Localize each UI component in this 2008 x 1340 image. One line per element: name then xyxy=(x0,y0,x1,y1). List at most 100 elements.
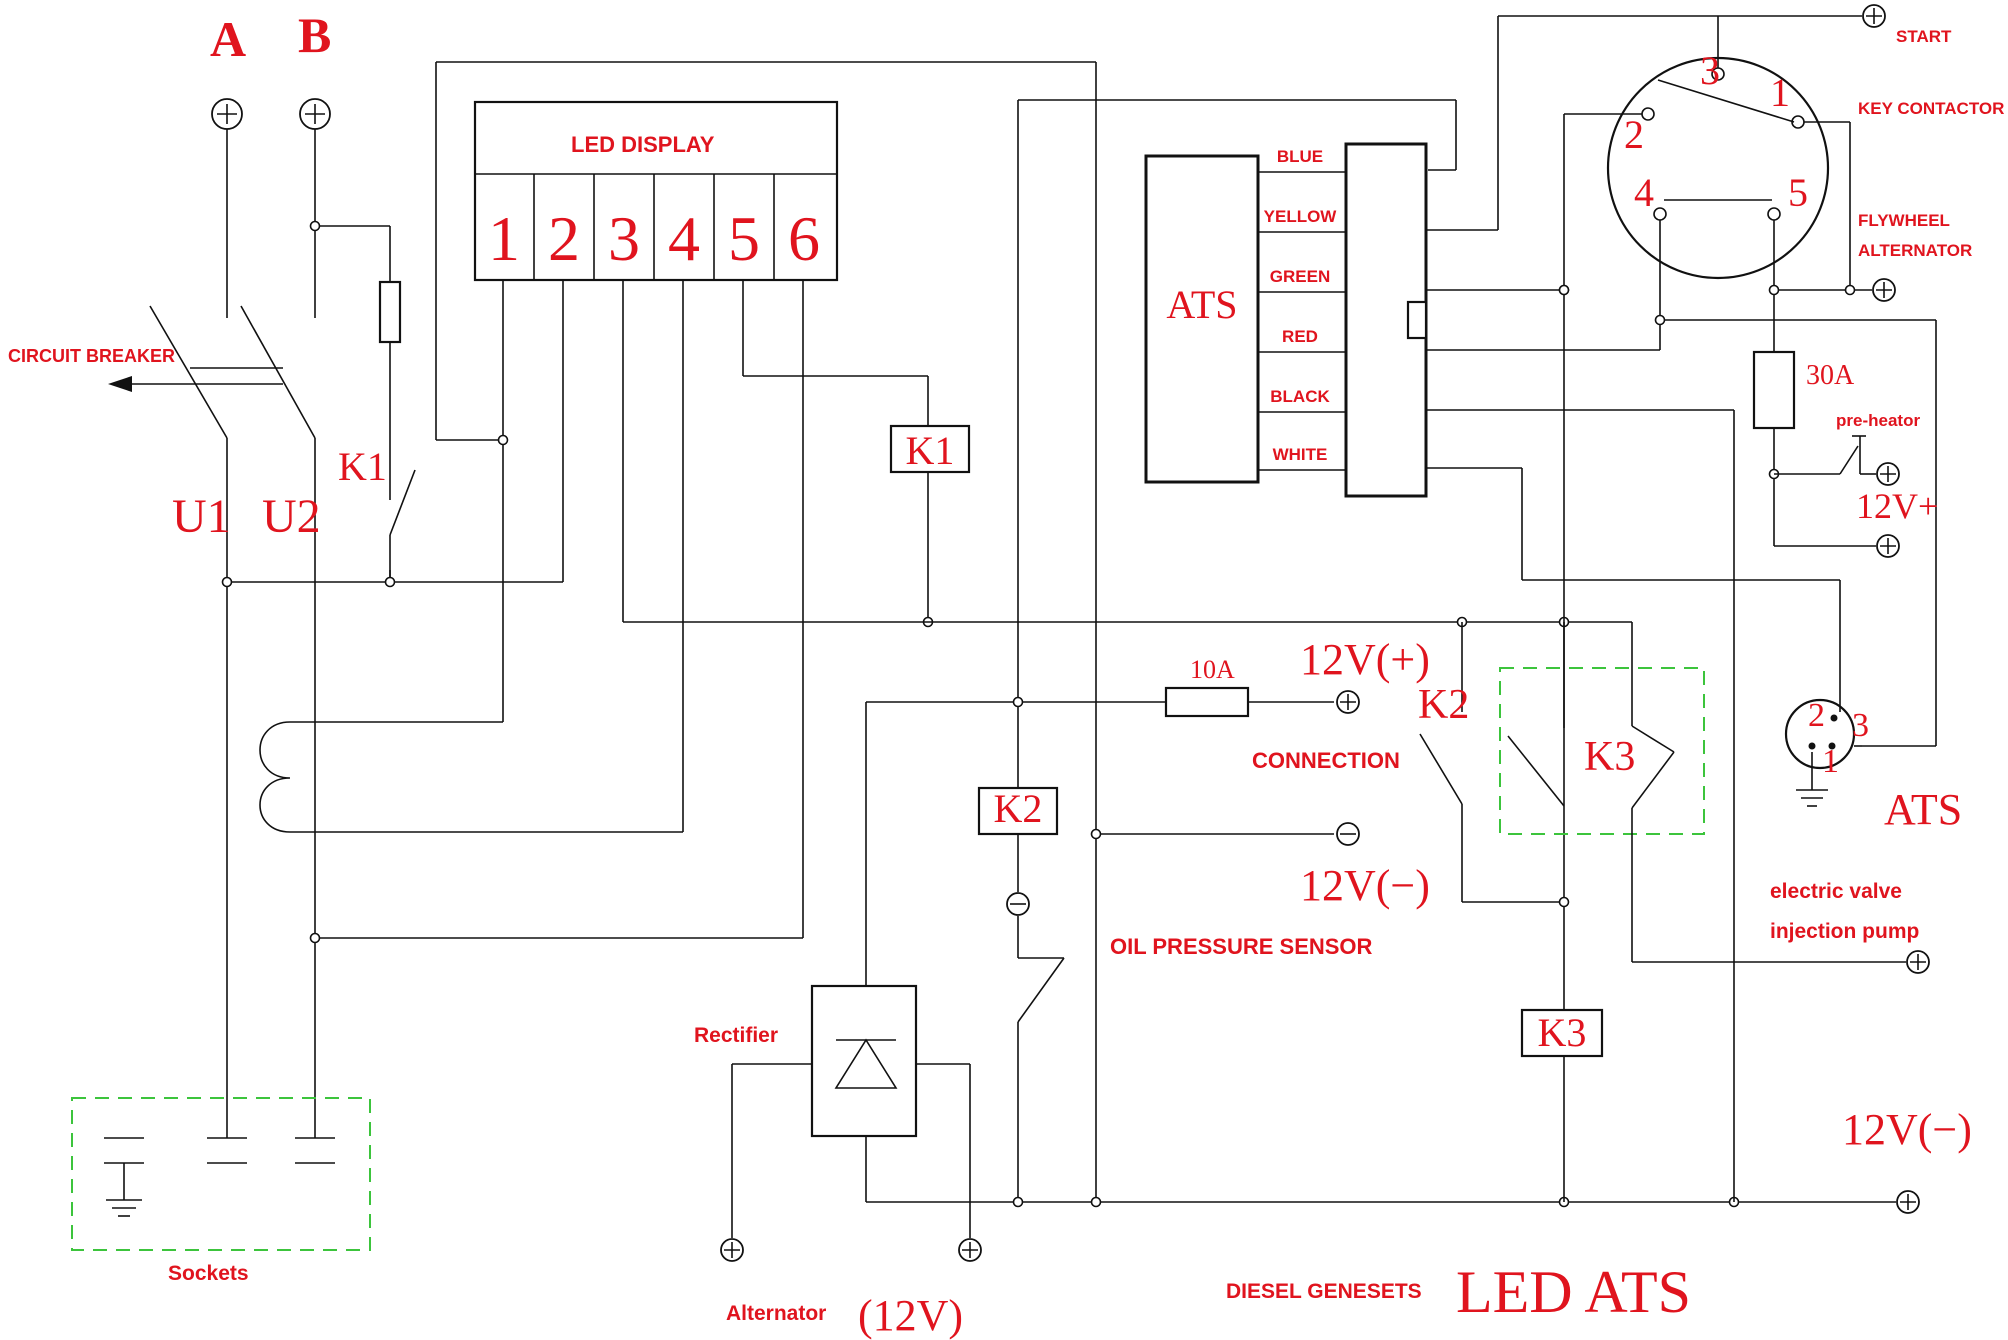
socket-pin xyxy=(1828,742,1836,750)
junction xyxy=(1090,828,1102,840)
key-blade xyxy=(1657,79,1795,123)
fuse-10a xyxy=(1164,686,1250,718)
label-wire-white: WHITE xyxy=(1273,445,1328,464)
rectifier-box xyxy=(810,984,918,1138)
label-electric-valve: electric valve xyxy=(1770,880,1902,903)
label-pre-heater: pre-heator xyxy=(1836,411,1920,430)
label-wire-blue: BLUE xyxy=(1277,147,1323,166)
junction xyxy=(1844,284,1856,296)
key-label-1: 1 xyxy=(1770,70,1790,115)
led-pin-2: 2 xyxy=(548,203,580,274)
label-ats-box: ATS xyxy=(1166,282,1237,327)
plus-icon xyxy=(1900,1194,1916,1210)
breaker-blade-u1 xyxy=(149,305,228,439)
rectifier xyxy=(720,702,982,1262)
plus-icon xyxy=(1910,954,1926,970)
led-pin-3: 3 xyxy=(608,203,640,274)
led-display-frame xyxy=(473,100,839,282)
label-phase-b: B xyxy=(298,7,331,63)
key-label-3: 3 xyxy=(1700,48,1720,93)
label-alternator: Alternator xyxy=(726,1302,826,1325)
preheater-switch xyxy=(1839,445,1859,475)
breaker-blade-u2 xyxy=(240,305,316,439)
k1-contact-branch xyxy=(309,220,416,582)
terminal-a-plus-icon xyxy=(217,104,237,124)
terminal-b-plus-icon xyxy=(305,104,325,124)
label-alternator-voltage: (12V) xyxy=(858,1291,963,1340)
led-display xyxy=(473,100,839,282)
connector-tab xyxy=(1406,300,1428,340)
label-connection: CONNECTION xyxy=(1252,748,1400,773)
junction xyxy=(497,434,509,446)
socket-label-2: 2 xyxy=(1808,697,1825,734)
junction xyxy=(1654,314,1666,326)
ats-socket xyxy=(1784,698,1862,807)
phase-inputs xyxy=(211,98,331,318)
label-12v-minus-mid: 12V(−) xyxy=(1300,861,1430,910)
label-alternator-fw: ALTERNATOR xyxy=(1858,241,1972,260)
label-12v-minus-right: 12V(−) xyxy=(1842,1105,1972,1154)
led-pin-4: 4 xyxy=(668,203,700,274)
label-sockets: Sockets xyxy=(168,1262,249,1285)
ats-module xyxy=(1144,142,1428,498)
label-k1-relay: K1 xyxy=(906,428,955,473)
key-label-2: 2 xyxy=(1624,112,1644,157)
diode-icon xyxy=(834,1038,898,1089)
label-u1: U1 xyxy=(172,490,231,543)
plus-icon xyxy=(1866,8,1882,24)
label-phase-a: A xyxy=(210,11,246,67)
label-10a: 10A xyxy=(1190,655,1235,684)
sockets-group xyxy=(71,1097,371,1251)
arrow-left-icon xyxy=(108,376,132,392)
junction xyxy=(309,932,321,944)
label-30a: 30A xyxy=(1806,360,1855,391)
junction xyxy=(221,576,233,588)
junction xyxy=(384,576,396,588)
label-key-contactor: KEY CONTACTOR xyxy=(1858,99,2004,118)
k3-outline xyxy=(1499,667,1705,835)
k1-switch-blade xyxy=(389,469,416,536)
label-injection-pump: injection pump xyxy=(1770,920,1919,943)
oil-switch-blade xyxy=(1017,957,1065,1023)
led-pin-6: 6 xyxy=(788,203,820,274)
plus-icon xyxy=(1880,538,1896,554)
junction xyxy=(1090,1196,1102,1208)
junction xyxy=(309,220,321,232)
k2-contact-blade xyxy=(1419,733,1463,805)
key-label-5: 5 xyxy=(1788,170,1808,215)
junction xyxy=(1012,696,1024,708)
label-circuit-breaker: CIRCUIT BREAKER xyxy=(8,346,175,366)
resistor xyxy=(378,280,402,344)
label-wire-yellow: YELLOW xyxy=(1264,207,1338,226)
led-pin-1: 1 xyxy=(488,203,520,274)
label-start: START xyxy=(1896,27,1952,46)
led-pin-5: 5 xyxy=(728,203,760,274)
current-transformer-coil xyxy=(259,721,683,833)
plus-icon xyxy=(1340,694,1356,710)
key-pin-5 xyxy=(1767,207,1781,221)
ats-box xyxy=(1144,154,1260,484)
label-ats-socket: ATS xyxy=(1884,785,1962,834)
label-k3-contact: K3 xyxy=(1584,734,1635,780)
label-wire-black: BLACK xyxy=(1270,387,1330,406)
label-led-display: LED DISPLAY xyxy=(571,132,715,157)
sockets-outline xyxy=(71,1097,371,1251)
plus-icon xyxy=(724,1242,740,1258)
wire xyxy=(1631,725,1675,753)
socket-pin xyxy=(1830,714,1838,722)
coil xyxy=(259,721,291,833)
label-diesel-gensets: DIESEL GENESETS xyxy=(1226,1280,1422,1303)
k3-contact-blade-2 xyxy=(1631,751,1675,809)
label-wire-green: GREEN xyxy=(1270,267,1330,286)
label-wire-red: RED xyxy=(1282,327,1318,346)
label-flywheel: FLYWHEEL xyxy=(1858,211,1950,230)
plus-icon xyxy=(1880,466,1896,482)
label-12v-plus-heater: 12V+ xyxy=(1856,486,1938,526)
k3-relay xyxy=(1520,1008,1604,1058)
junction xyxy=(1558,896,1570,908)
label-k2-relay: K2 xyxy=(994,786,1043,831)
k3-contact-blade xyxy=(1507,735,1565,807)
label-12v-plus: 12V(+) xyxy=(1300,635,1430,684)
